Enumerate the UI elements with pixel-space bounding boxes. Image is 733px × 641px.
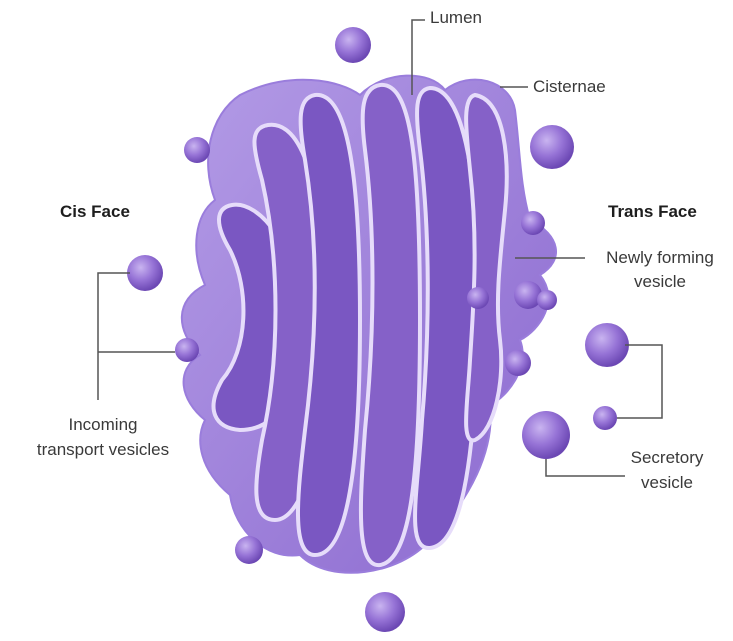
incoming-label-2: transport vesicles [28, 440, 178, 460]
cis-face-label: Cis Face [60, 202, 130, 222]
incoming-label-1: Incoming [28, 415, 178, 435]
vesicle-secretory-1 [585, 323, 629, 367]
vesicle-secretory-3 [522, 411, 570, 459]
vesicle-secretory-2 [593, 406, 617, 430]
vesicle-forming-4 [537, 290, 557, 310]
golgi-body [182, 76, 556, 573]
newly-forming-label-2: vesicle [590, 272, 730, 292]
vesicle-forming-5 [505, 350, 531, 376]
vesicle-cis-2 [175, 338, 199, 362]
vesicle-bottom-left [235, 536, 263, 564]
vesicle-forming-3 [514, 281, 542, 309]
vesicle-forming-1 [521, 211, 545, 235]
incoming-leader [98, 273, 130, 400]
cisternae-label: Cisternae [533, 77, 606, 97]
newly-forming-label-1: Newly forming [590, 248, 730, 268]
vesicle-forming-2 [467, 287, 489, 309]
trans-face-label: Trans Face [608, 202, 697, 222]
vesicle-top-left-small [184, 137, 210, 163]
vesicle-bottom [365, 592, 405, 632]
vesicle-cis-1 [127, 255, 163, 291]
secretory-label-2: vesicle [612, 473, 722, 493]
vesicle-top-right [530, 125, 574, 169]
secretory-label-1: Secretory [612, 448, 722, 468]
lumen-label: Lumen [430, 8, 482, 28]
vesicle-top [335, 27, 371, 63]
